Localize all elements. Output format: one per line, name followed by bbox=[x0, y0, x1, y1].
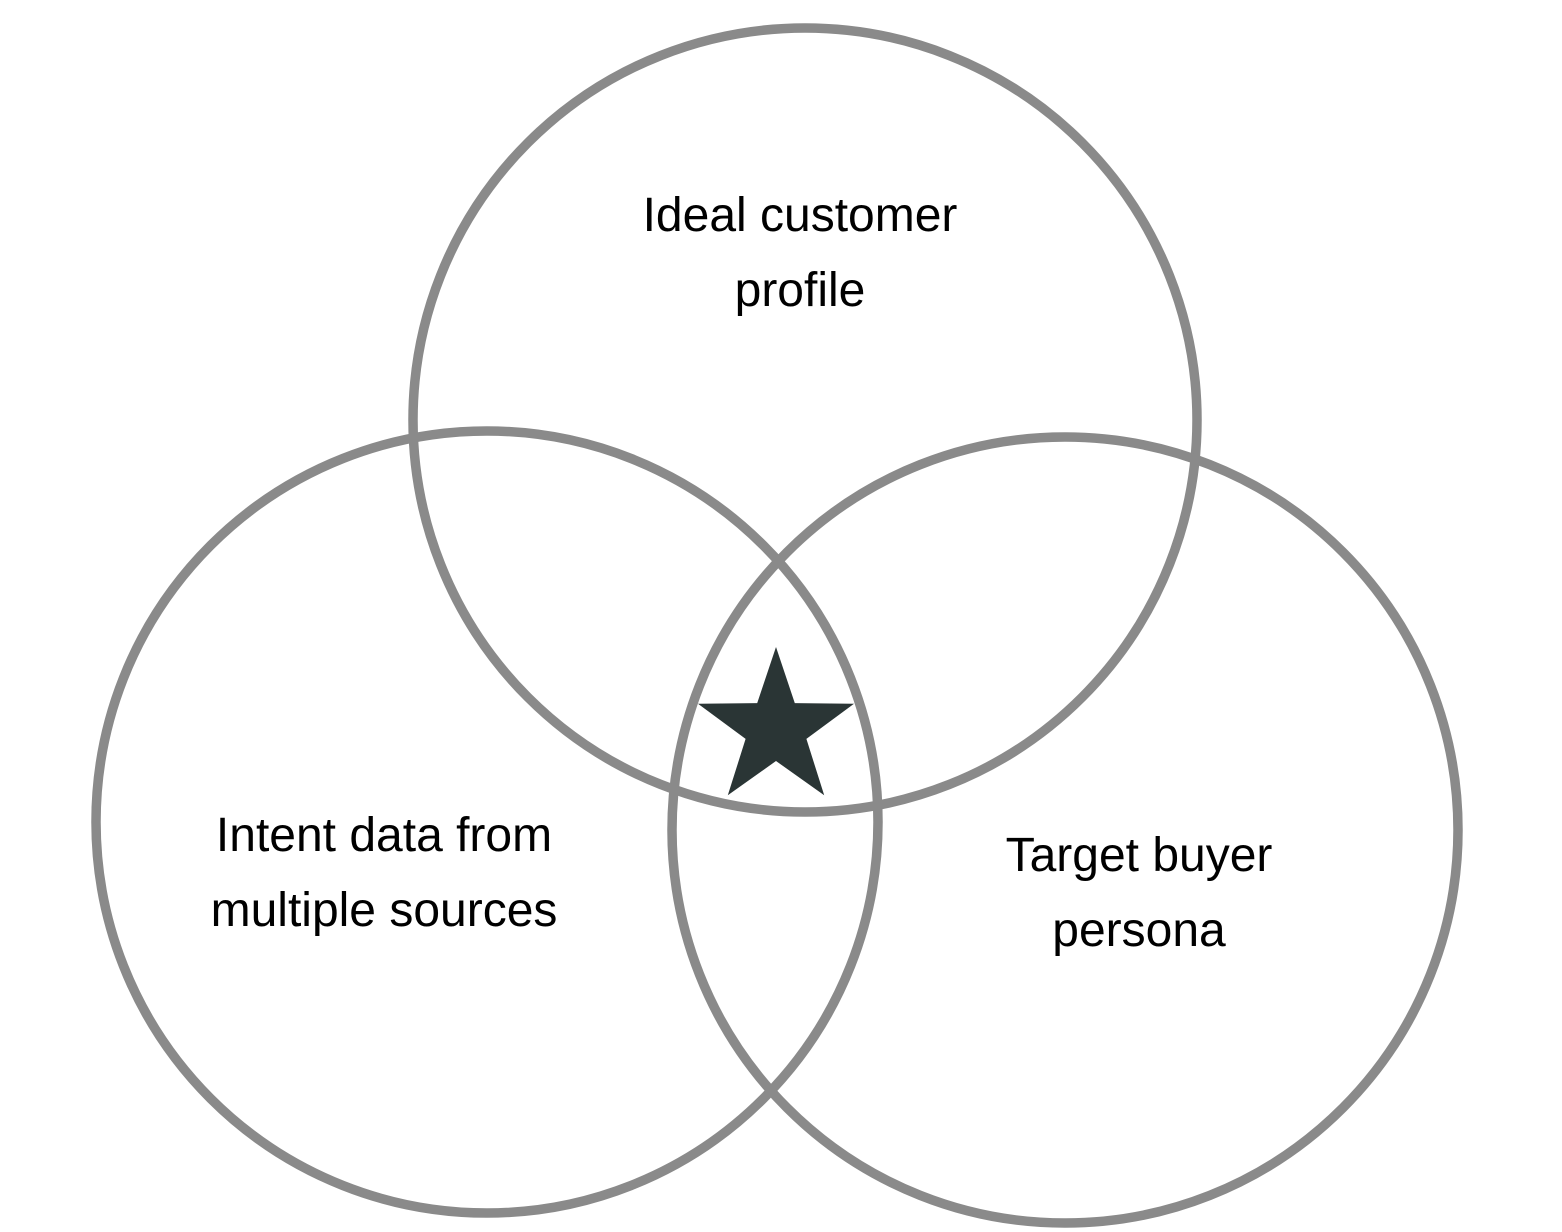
star-icon bbox=[698, 647, 854, 796]
label-line: profile bbox=[734, 264, 866, 317]
label-target-buyer-persona: Target buyer persona bbox=[1006, 818, 1273, 968]
label-line: Target buyer bbox=[1005, 829, 1273, 882]
circle-target-buyer-persona bbox=[667, 432, 1463, 1228]
circle-ideal-customer-profile bbox=[408, 23, 1202, 817]
label-line: Ideal customer bbox=[642, 189, 958, 242]
label-line: persona bbox=[1052, 904, 1226, 957]
label-line: Intent data from bbox=[215, 809, 553, 862]
circle-intent-data bbox=[91, 426, 883, 1218]
label-ideal-customer-profile: Ideal customer profile bbox=[643, 178, 958, 328]
label-intent-data: Intent data from multiple sources bbox=[211, 798, 558, 948]
label-line: multiple sources bbox=[210, 884, 558, 937]
